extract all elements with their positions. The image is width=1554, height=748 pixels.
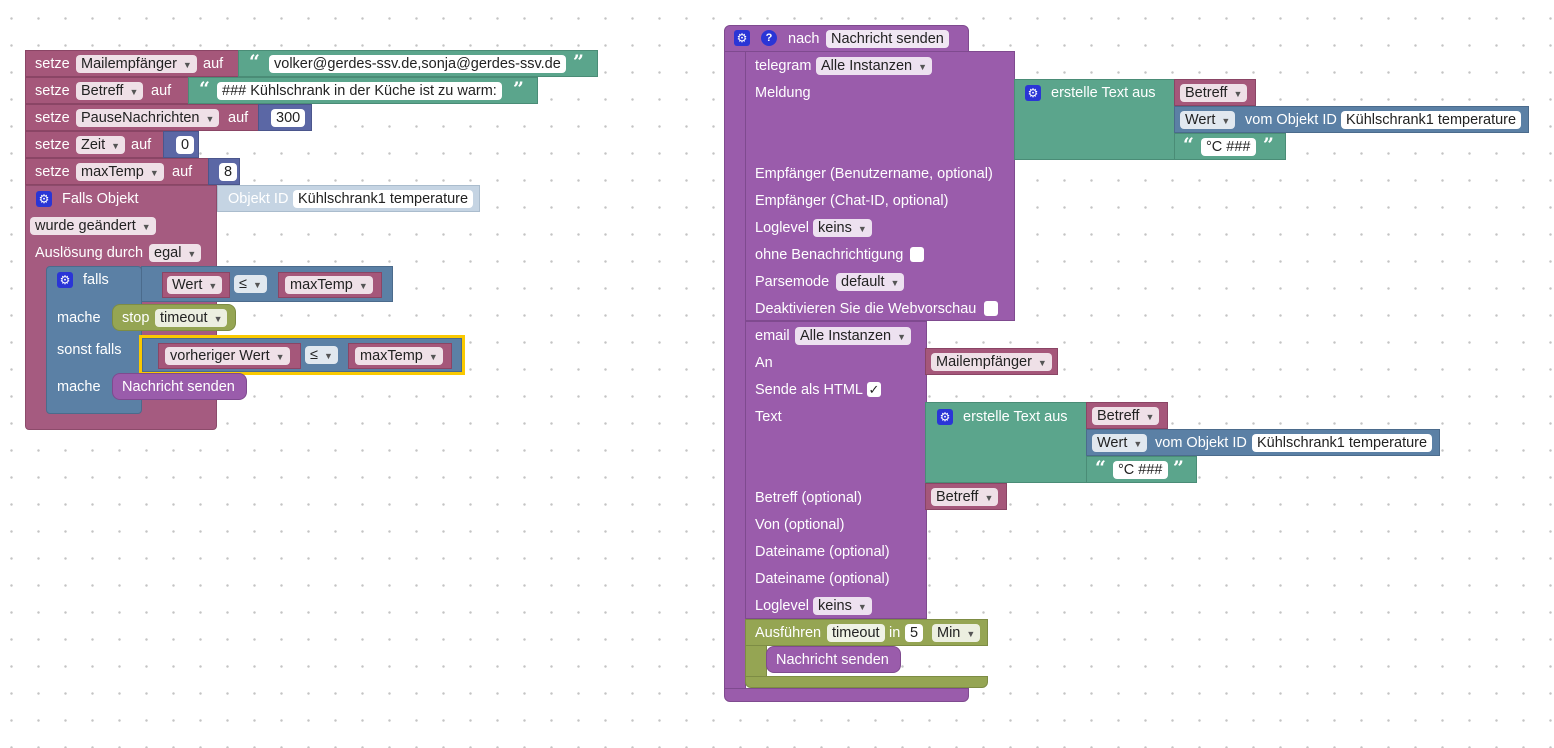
variable-dropdown[interactable]: Mailempfänger▼ <box>931 353 1052 371</box>
timeout-block[interactable]: Ausführen timeout in 5 Min▼ <box>745 619 988 646</box>
function-footer <box>724 688 969 702</box>
maxtemp-variable-block[interactable]: maxTemp▼ <box>348 343 452 369</box>
sende-als-html-checkbox[interactable]: ✓ <box>867 382 881 397</box>
quote-open-icon: “ <box>1095 457 1106 479</box>
quote-open-icon: “ <box>249 51 260 73</box>
function-spine <box>724 51 746 691</box>
vorheriger-wert-block[interactable]: vorheriger Wert▼ <box>158 343 301 369</box>
call-nachricht-senden-block[interactable]: Nachricht senden <box>766 646 901 673</box>
operator-dropdown[interactable]: ≤▼ <box>234 275 267 293</box>
quote-close-icon: ” <box>513 78 524 100</box>
webvorschau-checkbox[interactable] <box>984 301 998 316</box>
quote-close-icon: ” <box>1263 134 1274 156</box>
parsemode-dropdown[interactable]: default▼ <box>836 273 905 291</box>
timeout-spine <box>745 645 767 680</box>
variable-dropdown[interactable]: maxTemp▼ <box>76 163 164 181</box>
timeout-name-field[interactable]: timeout <box>827 624 885 642</box>
text-field[interactable]: ### Kühlschrank in der Küche ist zu warm… <box>217 82 502 100</box>
variable-dropdown[interactable]: Zeit▼ <box>76 136 126 154</box>
set-maxtemp-block[interactable]: setze maxTemp▼ auf <box>25 158 215 185</box>
call-nachricht-senden-block[interactable]: Nachricht senden <box>112 373 247 400</box>
timeout-footer <box>745 676 988 688</box>
set-zeit-block[interactable]: setze Zeit▼ auf <box>25 131 170 158</box>
compare-block-selected[interactable]: vorheriger Wert▼ ≤▼ maxTemp▼ <box>139 335 465 375</box>
variable-dropdown[interactable]: maxTemp▼ <box>285 276 373 294</box>
wert-block[interactable]: Wert▼ <box>162 272 230 298</box>
quote-close-icon: ” <box>1173 457 1184 479</box>
variable-dropdown[interactable]: PauseNachrichten▼ <box>76 109 220 127</box>
loglevel-dropdown[interactable]: keins▼ <box>813 597 872 615</box>
ausloesung-dropdown[interactable]: egal▼ <box>149 244 202 262</box>
set-mailempfaenger-block[interactable]: setze Mailempfänger▼ auf <box>25 50 243 77</box>
number-block[interactable]: 300 <box>258 104 312 131</box>
timeout-value-field[interactable]: 5 <box>905 624 924 642</box>
number-field[interactable]: 8 <box>219 163 238 181</box>
objekt-id-field[interactable]: Kühlschrank1 temperature <box>293 190 474 208</box>
stop-timeout-block[interactable]: stop timeout▼ <box>112 304 236 331</box>
vorheriger-wert-dropdown[interactable]: vorheriger Wert▼ <box>165 347 290 365</box>
text-field[interactable]: volker@gerdes-ssv.de,sonja@gerdes-ssv.de <box>269 55 566 73</box>
gear-icon[interactable]: ⚙ <box>36 191 52 207</box>
gear-icon[interactable]: ⚙ <box>57 272 73 288</box>
objekt-id-field[interactable]: Kühlschrank1 temperature <box>1252 434 1433 452</box>
wert-dropdown[interactable]: Wert▼ <box>1180 111 1236 129</box>
wert-dropdown[interactable]: Wert▼ <box>1092 434 1148 452</box>
text-field[interactable]: °C ### <box>1113 461 1168 479</box>
gear-icon[interactable]: ⚙ <box>1025 85 1041 101</box>
timeout-unit-dropdown[interactable]: Min▼ <box>932 624 981 642</box>
number-field[interactable]: 0 <box>176 136 195 154</box>
if-block[interactable]: ⚙ falls mache sonst falls mache <box>46 266 142 414</box>
text-join-block[interactable]: ⚙ erstelle Text aus <box>1014 79 1176 160</box>
variable-dropdown[interactable]: Betreff▼ <box>931 488 999 506</box>
function-header-block[interactable]: ⚙ ? nach Nachricht senden <box>724 25 969 52</box>
set-betreff-block[interactable]: setze Betreff▼ auf <box>25 77 195 104</box>
number-block[interactable]: 0 <box>163 131 199 158</box>
variable-dropdown[interactable]: Betreff▼ <box>76 82 144 100</box>
text-join-block[interactable]: ⚙ erstelle Text aus <box>925 402 1088 483</box>
gear-icon[interactable]: ⚙ <box>734 30 750 46</box>
text-block[interactable]: “ ### Kühlschrank in der Küche ist zu wa… <box>188 77 538 104</box>
wert-vom-objekt-block[interactable]: Wert▼ vom Objekt ID Kühlschrank1 tempera… <box>1086 429 1440 456</box>
betreff-optional-variable-block[interactable]: Betreff▼ <box>925 483 1007 510</box>
operator-dropdown[interactable]: ≤▼ <box>305 346 338 364</box>
ohne-benachrichtigung-checkbox[interactable] <box>910 247 924 262</box>
trigger-type-dropdown[interactable]: wurde geändert▼ <box>30 217 156 235</box>
variable-dropdown[interactable]: Mailempfänger▼ <box>76 55 197 73</box>
quote-open-icon: “ <box>1183 134 1194 156</box>
timeout-dropdown[interactable]: timeout▼ <box>155 309 228 327</box>
maxtemp-variable-block[interactable]: maxTemp▼ <box>278 272 382 298</box>
number-block[interactable]: 8 <box>208 158 240 185</box>
set-pausenachrichten-block[interactable]: setze PauseNachrichten▼ auf <box>25 104 265 131</box>
loglevel-dropdown[interactable]: keins▼ <box>813 219 872 237</box>
quote-open-icon: “ <box>199 78 210 100</box>
variable-dropdown[interactable]: Betreff▼ <box>1092 407 1160 425</box>
text-field[interactable]: °C ### <box>1201 138 1256 156</box>
email-block[interactable]: email Alle Instanzen▼ An Sende als HTML … <box>745 321 927 619</box>
wert-dropdown[interactable]: Wert▼ <box>167 276 223 294</box>
function-name-field[interactable]: Nachricht senden <box>826 30 949 48</box>
wert-vom-objekt-block[interactable]: Wert▼ vom Objekt ID Kühlschrank1 tempera… <box>1174 106 1529 133</box>
gear-icon[interactable]: ⚙ <box>937 409 953 425</box>
objekt-id-field[interactable]: Kühlschrank1 temperature <box>1341 111 1522 129</box>
text-block[interactable]: “ volker@gerdes-ssv.de,sonja@gerdes-ssv.… <box>238 50 598 77</box>
betreff-variable-block[interactable]: Betreff▼ <box>1174 79 1256 106</box>
number-field[interactable]: 300 <box>271 109 306 127</box>
help-icon[interactable]: ? <box>761 30 777 46</box>
telegram-block[interactable]: telegram Alle Instanzen▼ Meldung Empfäng… <box>745 51 1015 321</box>
quote-close-icon: ” <box>573 51 584 73</box>
instance-dropdown[interactable]: Alle Instanzen▼ <box>816 57 933 75</box>
instance-dropdown[interactable]: Alle Instanzen▼ <box>795 327 912 345</box>
text-block[interactable]: “ °C ### ” <box>1086 456 1197 483</box>
variable-dropdown[interactable]: Betreff▼ <box>1180 84 1248 102</box>
betreff-variable-block[interactable]: Betreff▼ <box>1086 402 1168 429</box>
objekt-id-block[interactable]: Objekt ID Kühlschrank1 temperature <box>217 185 480 212</box>
compare-block[interactable]: Wert▼ ≤▼ maxTemp▼ <box>141 266 393 302</box>
text-block[interactable]: “ °C ### ” <box>1174 133 1286 160</box>
mailempfaenger-variable-block[interactable]: Mailempfänger▼ <box>925 348 1058 375</box>
variable-dropdown[interactable]: maxTemp▼ <box>355 347 443 365</box>
